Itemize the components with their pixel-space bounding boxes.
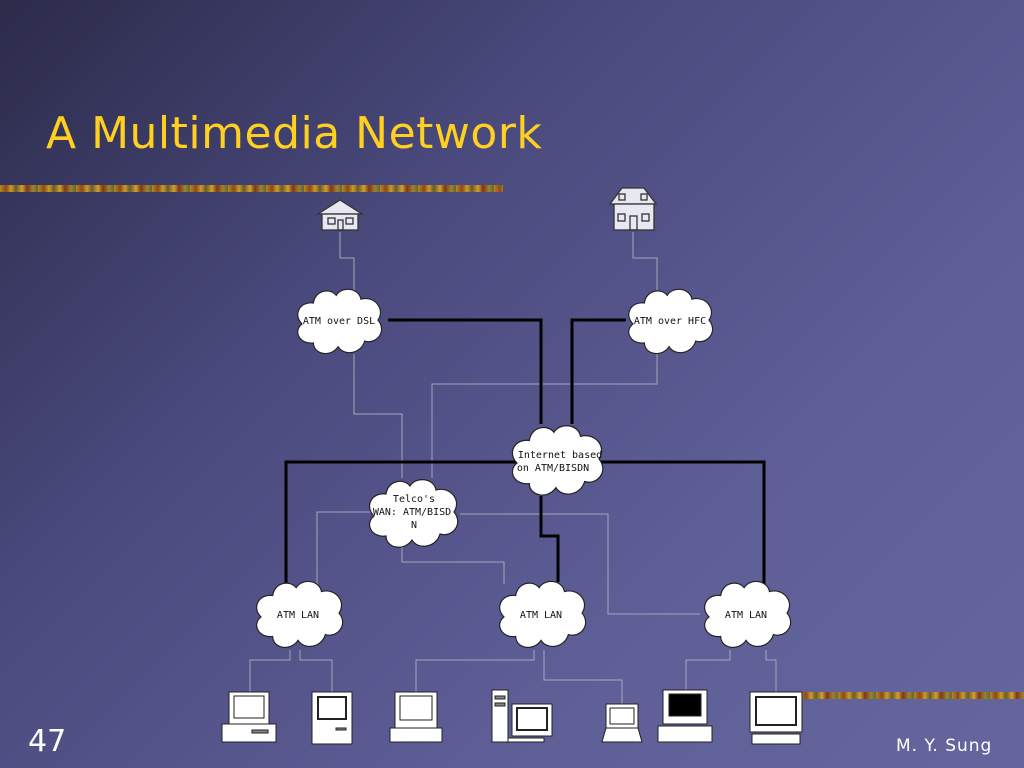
cloud-label: ATM over DSL — [303, 316, 375, 327]
desktop-computer-icon — [389, 691, 443, 743]
cloud-atm-lan-mid: ATM LAN — [498, 580, 587, 649]
slide-title: A Multimedia Network — [46, 108, 543, 159]
thick-links — [284, 318, 766, 588]
house-icon — [608, 187, 658, 231]
cloud-label: ATM LAN — [725, 610, 767, 621]
desktop-computer-icon — [221, 691, 277, 743]
decorative-bar-top — [0, 185, 503, 192]
cloud-atm-lan-right: ATM LAN — [703, 580, 792, 649]
mac-computer-icon — [311, 691, 353, 745]
thin-links — [249, 232, 777, 704]
page-number: 47 — [28, 724, 67, 759]
decorative-bar-bottom — [800, 692, 1024, 699]
cloud-atm-lan-left: ATM LAN — [255, 580, 344, 649]
cloud-label-line: WAN: ATM/BISD — [373, 507, 451, 518]
cloud-label: ATM LAN — [277, 610, 319, 621]
cloud-label: ATM over HFC — [634, 316, 706, 327]
author-name: M. Y. Sung — [896, 736, 993, 756]
desktop-computer-icon — [749, 691, 803, 745]
cloud-label-line: on ATM/BISDN — [517, 463, 589, 474]
cloud-label-line: N — [411, 520, 417, 531]
cloud-atm-over-hfc: ATM over HFC — [628, 288, 714, 355]
house-icon — [315, 199, 365, 231]
laptop-icon — [601, 703, 643, 743]
desktop-computer-icon — [657, 689, 713, 743]
cloud-atm-over-dsl: ATM over DSL — [297, 288, 383, 355]
cloud-internet: Internet based on ATM/BISDN — [511, 425, 604, 496]
cloud-telco-wan: Telco's WAN: ATM/BISD N — [368, 478, 459, 548]
cloud-label-line: Telco's — [393, 494, 435, 505]
cloud-label-line: Internet based — [518, 450, 602, 461]
workstation-icon — [491, 689, 553, 743]
cloud-label: ATM LAN — [520, 610, 562, 621]
